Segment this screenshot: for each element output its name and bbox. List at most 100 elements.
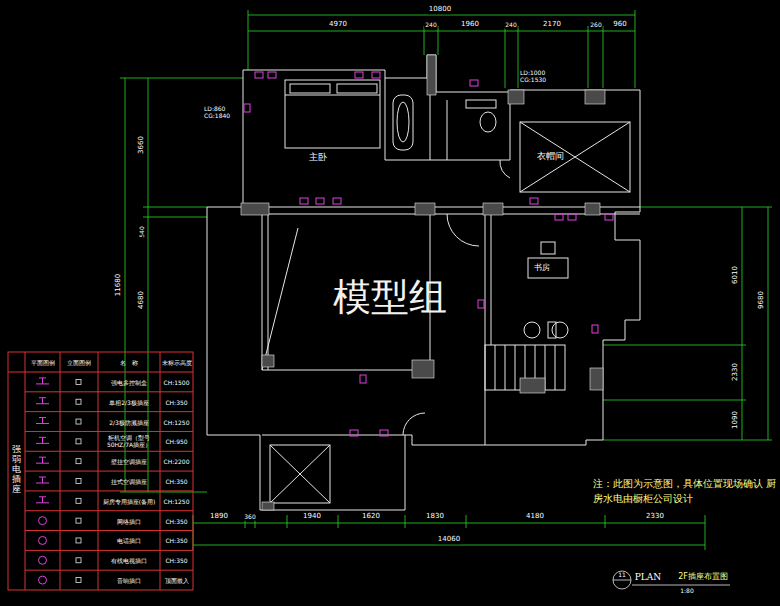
legend-table-grid [8,352,193,590]
drawing-title: 2F插座布置图 [678,573,728,582]
elevation-symbol [76,379,81,384]
legend-symbols [36,378,81,584]
elevation-symbol [76,518,81,523]
walls [207,55,640,510]
elevation-symbol [76,399,81,404]
title-block-text: 11 [618,572,626,579]
table-cell: 壁挂空调插座 [99,458,159,465]
table-rule [25,570,193,571]
title-block-text: 1:80 [680,588,693,595]
outlet-symbol [36,437,49,443]
dimension-text: 360 [243,514,256,521]
outlet-symbol [39,576,47,584]
table-cell: CH:950 [161,438,192,445]
dimension-text: 260 [589,22,602,29]
annotation-text: LD:1000 CG:1530 [520,70,560,83]
table-rule [25,451,193,452]
elevation-symbol [76,459,81,464]
dimension-text: 4180 [525,513,545,521]
elevation-symbol [76,538,81,543]
title-block [613,571,730,589]
table-cell: 电话插口 [99,537,159,544]
elevation-symbol [76,498,81,503]
table-cell: CH:350 [161,517,192,524]
table-rule [25,550,193,551]
table-cell: 网络插口 [99,517,159,524]
table-header: 立面图例 [61,359,97,366]
dimension-text: 14060 [437,536,461,544]
outlet-symbol [39,536,47,544]
table-cell: CH:1250 [161,497,192,504]
outlet-symbol [36,497,49,503]
table-cell: CH:350 [161,478,192,485]
annotation-text: LD:860 CG:1840 [204,106,244,119]
table-header: 未标示高度 [161,359,192,366]
dimension-text: 2330 [732,362,740,382]
table-cell: CH:2200 [161,458,192,465]
table-rule [25,411,193,412]
dimension-text: 10800 [428,6,452,14]
dimension-text: 1830 [425,513,445,521]
dimension-text: 540 [139,225,146,238]
table-cell: CH:350 [161,557,192,564]
dimension-text: 960 [612,21,627,29]
elevation-symbol [76,578,81,583]
elevation-symbol [76,419,81,424]
table-group-name: 强弱电插座 [12,445,21,494]
outlet-symbol [36,398,49,404]
title-block-text: PLAN [635,573,661,583]
dimension-text: 4680 [138,290,146,310]
elevation-symbol [76,439,81,444]
outlet-symbol [36,477,49,483]
dimension-text: 1090 [732,410,740,430]
table-rule [25,471,193,472]
dimension-text: 1620 [361,513,381,521]
dimension-text: 1960 [460,21,480,29]
dimension-text: 6010 [732,265,740,285]
table-rule [25,391,193,392]
dimension-text: 4970 [328,21,348,29]
room-name: 衣帽间 [537,152,564,162]
outlet-marks [244,72,613,436]
table-rule [8,372,193,373]
table-cell: 有线电视插口 [99,557,159,564]
table-cell: 顶面嵌入 [161,577,192,584]
table-cell: 单相2/3极插座 [99,398,159,405]
room-name: 书房 [534,264,550,273]
table-header: 平面图例 [26,359,59,366]
dimension-text: 2330 [645,513,665,521]
table-cell: CH:350 [161,537,192,544]
table-rule [25,431,193,432]
table-cell: CH:350 [161,398,192,405]
note-text: 注：此图为示意图，具体位置现场确认 厨房水电由橱柜公司设计 [593,476,779,506]
table-cell: 强电多控制盒 [99,378,159,385]
legend-table-rows [8,372,193,570]
table-rule [25,490,193,491]
dimension-lines [120,10,772,550]
table-cell: 厨房专用插座(备用) [99,497,159,504]
dimension-text: 11680 [115,273,123,297]
dimension-text: 2170 [542,21,562,29]
wall-columns [241,55,605,510]
table-cell: 2/3极防溅插座 [99,418,159,425]
elevation-symbol [76,558,81,563]
outlet-symbol [36,457,49,463]
dimension-text: 240 [424,22,437,29]
dimension-text: 1940 [302,513,322,521]
outlet-symbol [36,418,49,424]
dimension-text: 1890 [209,513,229,521]
table-rule [25,510,193,511]
outlet-symbol [39,556,47,564]
table-cell: CH:1250 [161,418,192,425]
room-name: 主卧 [309,153,327,163]
outlet-symbol [39,517,47,525]
table-cell: 音响插口 [99,577,159,584]
dimension-text: 240 [504,22,517,29]
table-header: 名 称 [99,359,159,366]
table-rule [25,530,193,531]
outlet-symbol [36,378,49,384]
dimension-text: 9680 [758,290,766,310]
dimension-text: 3660 [138,135,146,155]
table-cell: CH:1500 [161,378,192,385]
elevation-symbol [76,479,81,484]
